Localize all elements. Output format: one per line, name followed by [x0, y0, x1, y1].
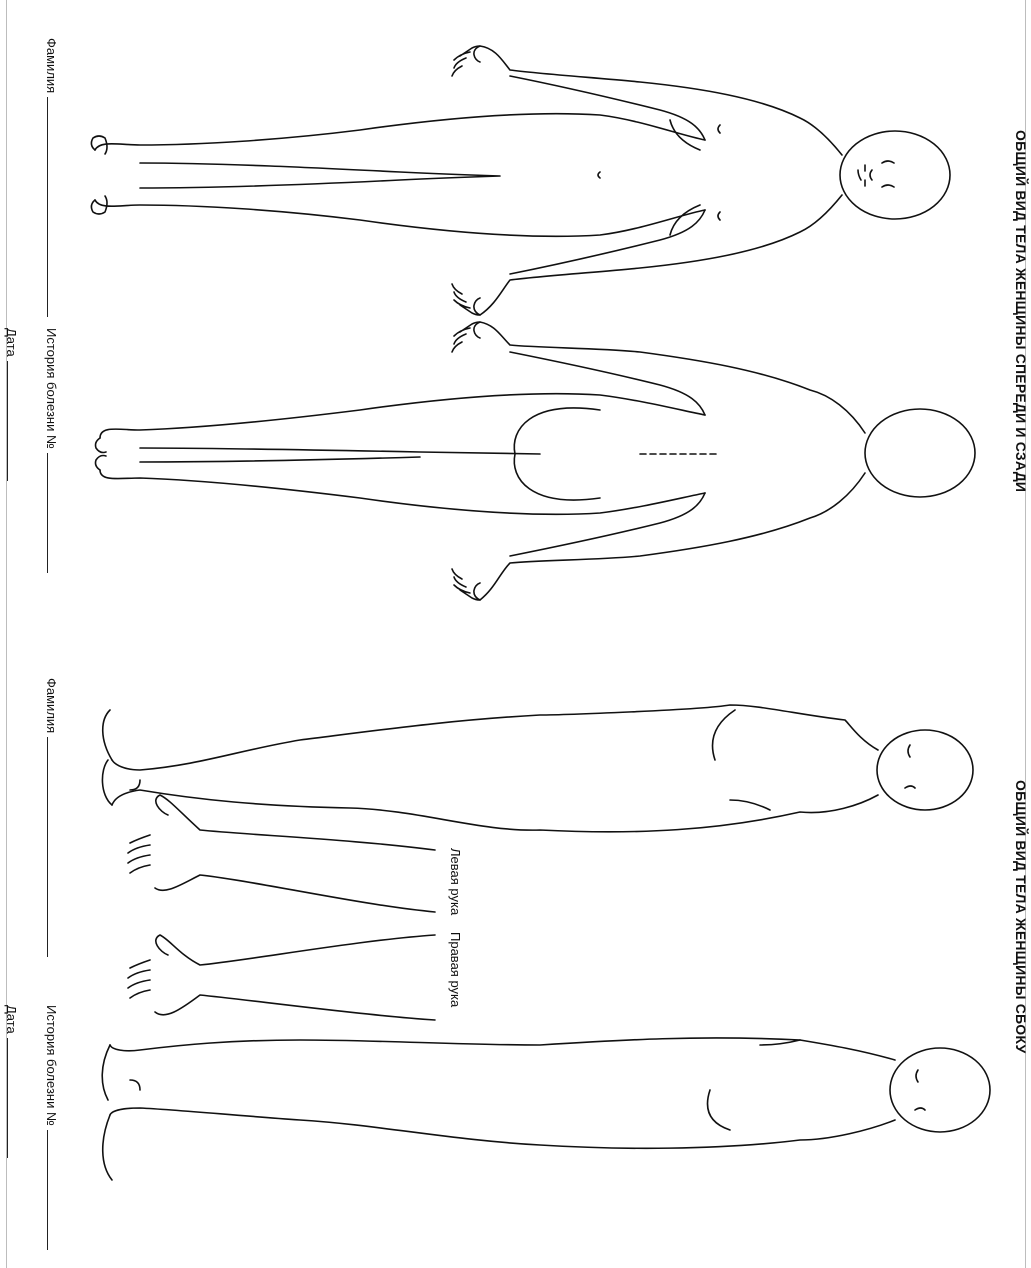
front-hand-bottom — [452, 284, 480, 315]
side-foot-lower — [102, 1045, 140, 1180]
sheet2-surname-line[interactable] — [47, 737, 48, 957]
side-face-upper — [905, 745, 915, 788]
sheet2-surname-field: Фамилия — [44, 678, 58, 957]
sheet1-title: ОБЩИЙ ВИД ТЕЛА ЖЕНЩИНЫ СПЕРЕДИ И СЗАДИ — [1014, 130, 1028, 492]
right-arm-top — [156, 935, 435, 965]
side-view-figure-lower — [102, 935, 990, 1180]
side-torso-details-lower — [708, 1040, 801, 1130]
side-view-figure-upper — [102, 705, 973, 912]
back-hand-bottom — [452, 569, 480, 600]
right-arm-bottom — [155, 995, 435, 1020]
left-arm-top — [156, 795, 435, 850]
front-feet — [91, 136, 107, 214]
back-hand-top — [452, 322, 480, 352]
back-upper-arm-bottom — [474, 473, 865, 600]
sheet1-history-field: История болезни № — [44, 328, 58, 573]
sheet2-date-line[interactable] — [7, 1038, 8, 1158]
back-inner-legs — [140, 448, 540, 462]
side-back-outline-lower — [110, 1108, 895, 1148]
front-leg-outline-bottom — [95, 200, 705, 236]
side-front-outline-upper — [112, 705, 878, 770]
side-front-outline-lower — [110, 1038, 895, 1060]
sheet2-history-label: История болезни № — [44, 1005, 59, 1126]
back-leg-outline-top — [100, 394, 705, 438]
front-upper-arm-top — [474, 46, 842, 155]
left-arm-bottom — [155, 875, 435, 912]
front-leg-outline-top — [95, 114, 705, 150]
back-feet — [96, 438, 107, 470]
back-inner-arm-top — [510, 352, 705, 415]
sheet2-title: ОБЩИЙ ВИД ТЕЛА ЖЕНЩИНЫ СБОКУ — [1014, 780, 1028, 1053]
left-hand — [128, 835, 150, 873]
back-head — [865, 409, 975, 497]
back-leg-outline-bottom — [100, 470, 705, 514]
right-hand — [128, 960, 150, 998]
front-torso-details — [598, 120, 720, 235]
front-face — [858, 161, 894, 187]
side-head-lower — [890, 1048, 990, 1132]
sheet2-history-line[interactable] — [47, 1130, 48, 1250]
sheet1-date-label: Дата — [4, 328, 19, 357]
right-arm-label: Правая рука — [448, 932, 462, 1007]
sheet2-history-field: История болезни № — [44, 1005, 58, 1250]
sheet1-date-field: Дата — [4, 328, 18, 481]
sheet1-surname-line[interactable] — [47, 97, 48, 317]
front-view-figure — [91, 46, 950, 315]
sheet2-date-field: Дата — [4, 1005, 18, 1158]
side-head-upper — [877, 730, 973, 810]
sheet1-history-label: История болезни № — [44, 328, 59, 449]
back-view-figure — [96, 322, 976, 600]
sheet1-history-line[interactable] — [47, 453, 48, 573]
side-torso-details-upper — [713, 710, 771, 810]
sheet1-surname-label: Фамилия — [44, 38, 59, 93]
sheet2-date-label: Дата — [4, 1005, 19, 1034]
sheet2-surname-label: Фамилия — [44, 678, 59, 733]
front-hand-top — [452, 46, 480, 76]
front-head — [840, 131, 950, 219]
back-inner-arm-bottom — [510, 493, 705, 556]
left-arm-label: Левая рука — [448, 848, 462, 915]
sheet1-date-line[interactable] — [7, 361, 8, 481]
front-upper-arm-bottom — [474, 195, 842, 315]
sheet1-surname-field: Фамилия — [44, 38, 58, 317]
front-inner-legs — [140, 163, 500, 188]
side-face-lower — [915, 1070, 925, 1110]
side-back-outline-upper — [112, 790, 878, 832]
